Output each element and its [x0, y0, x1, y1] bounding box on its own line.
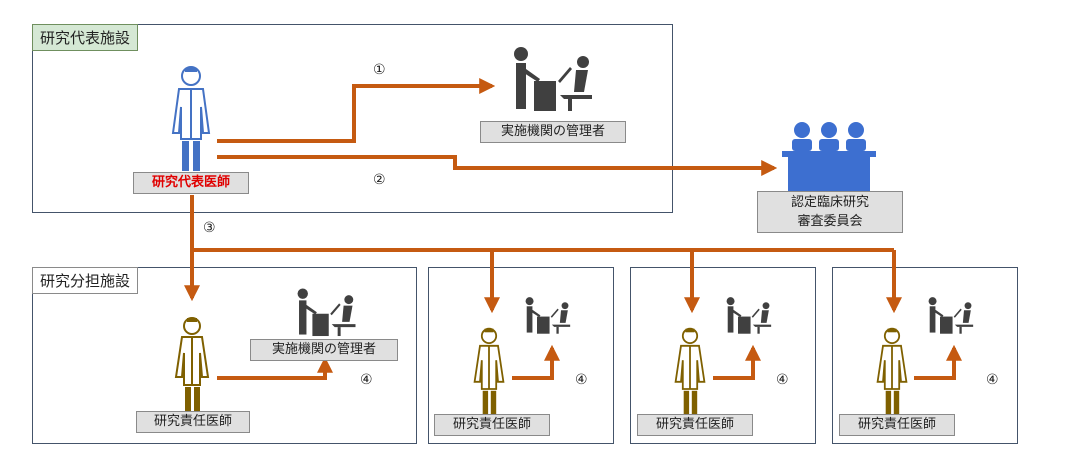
investigator-label-site1: 研究責任医師	[136, 411, 250, 433]
lead-site-title: 研究代表施設	[32, 24, 139, 51]
committee-label: 認定臨床研究 審査委員会	[757, 191, 903, 233]
lead-doctor-label: 研究代表医師	[133, 172, 249, 194]
investigator-icon-site3	[674, 327, 706, 415]
step-1-label: ①	[373, 62, 386, 78]
arrow-4-site4	[914, 344, 962, 380]
admin-desk-icon-site1	[297, 288, 356, 337]
lead-doctor-icon	[171, 66, 211, 171]
admin-desk-icon-site2	[525, 297, 571, 334]
step-4-label-site4: ④	[986, 372, 999, 388]
investigator-label-site4: 研究責任医師	[839, 414, 955, 436]
investigator-icon-site1	[174, 317, 210, 413]
investigator-icon-site4	[876, 327, 908, 415]
shared-admin-label-site1: 実施機関の管理者	[250, 339, 398, 361]
arrow-4-site2	[512, 344, 560, 380]
investigator-icon-site2	[473, 327, 505, 415]
committee-label-line2: 審査委員会	[797, 214, 863, 229]
lead-admin-label: 実施機関の管理者	[480, 121, 626, 143]
step-4-label-site1: ④	[360, 372, 373, 388]
step-4-label-site3: ④	[776, 372, 789, 388]
arrow-1	[217, 78, 496, 143]
investigator-label-site2: 研究責任医師	[434, 414, 550, 436]
arrow-2	[217, 155, 778, 176]
step-3-label: ③	[203, 220, 216, 236]
arrow-4-site1	[217, 356, 333, 380]
step-4-label-site2: ④	[575, 372, 588, 388]
admin-desk-icon	[514, 47, 592, 111]
shared-site-title: 研究分担施設	[32, 267, 139, 294]
investigator-label-site3: 研究責任医師	[637, 414, 753, 436]
admin-desk-icon-site3	[726, 297, 772, 334]
step-2-label: ②	[373, 172, 386, 188]
committee-label-line1: 認定臨床研究	[790, 195, 869, 210]
admin-desk-icon-site4	[928, 297, 974, 334]
committee-icon	[782, 122, 876, 191]
arrow-4-site3	[713, 344, 761, 380]
